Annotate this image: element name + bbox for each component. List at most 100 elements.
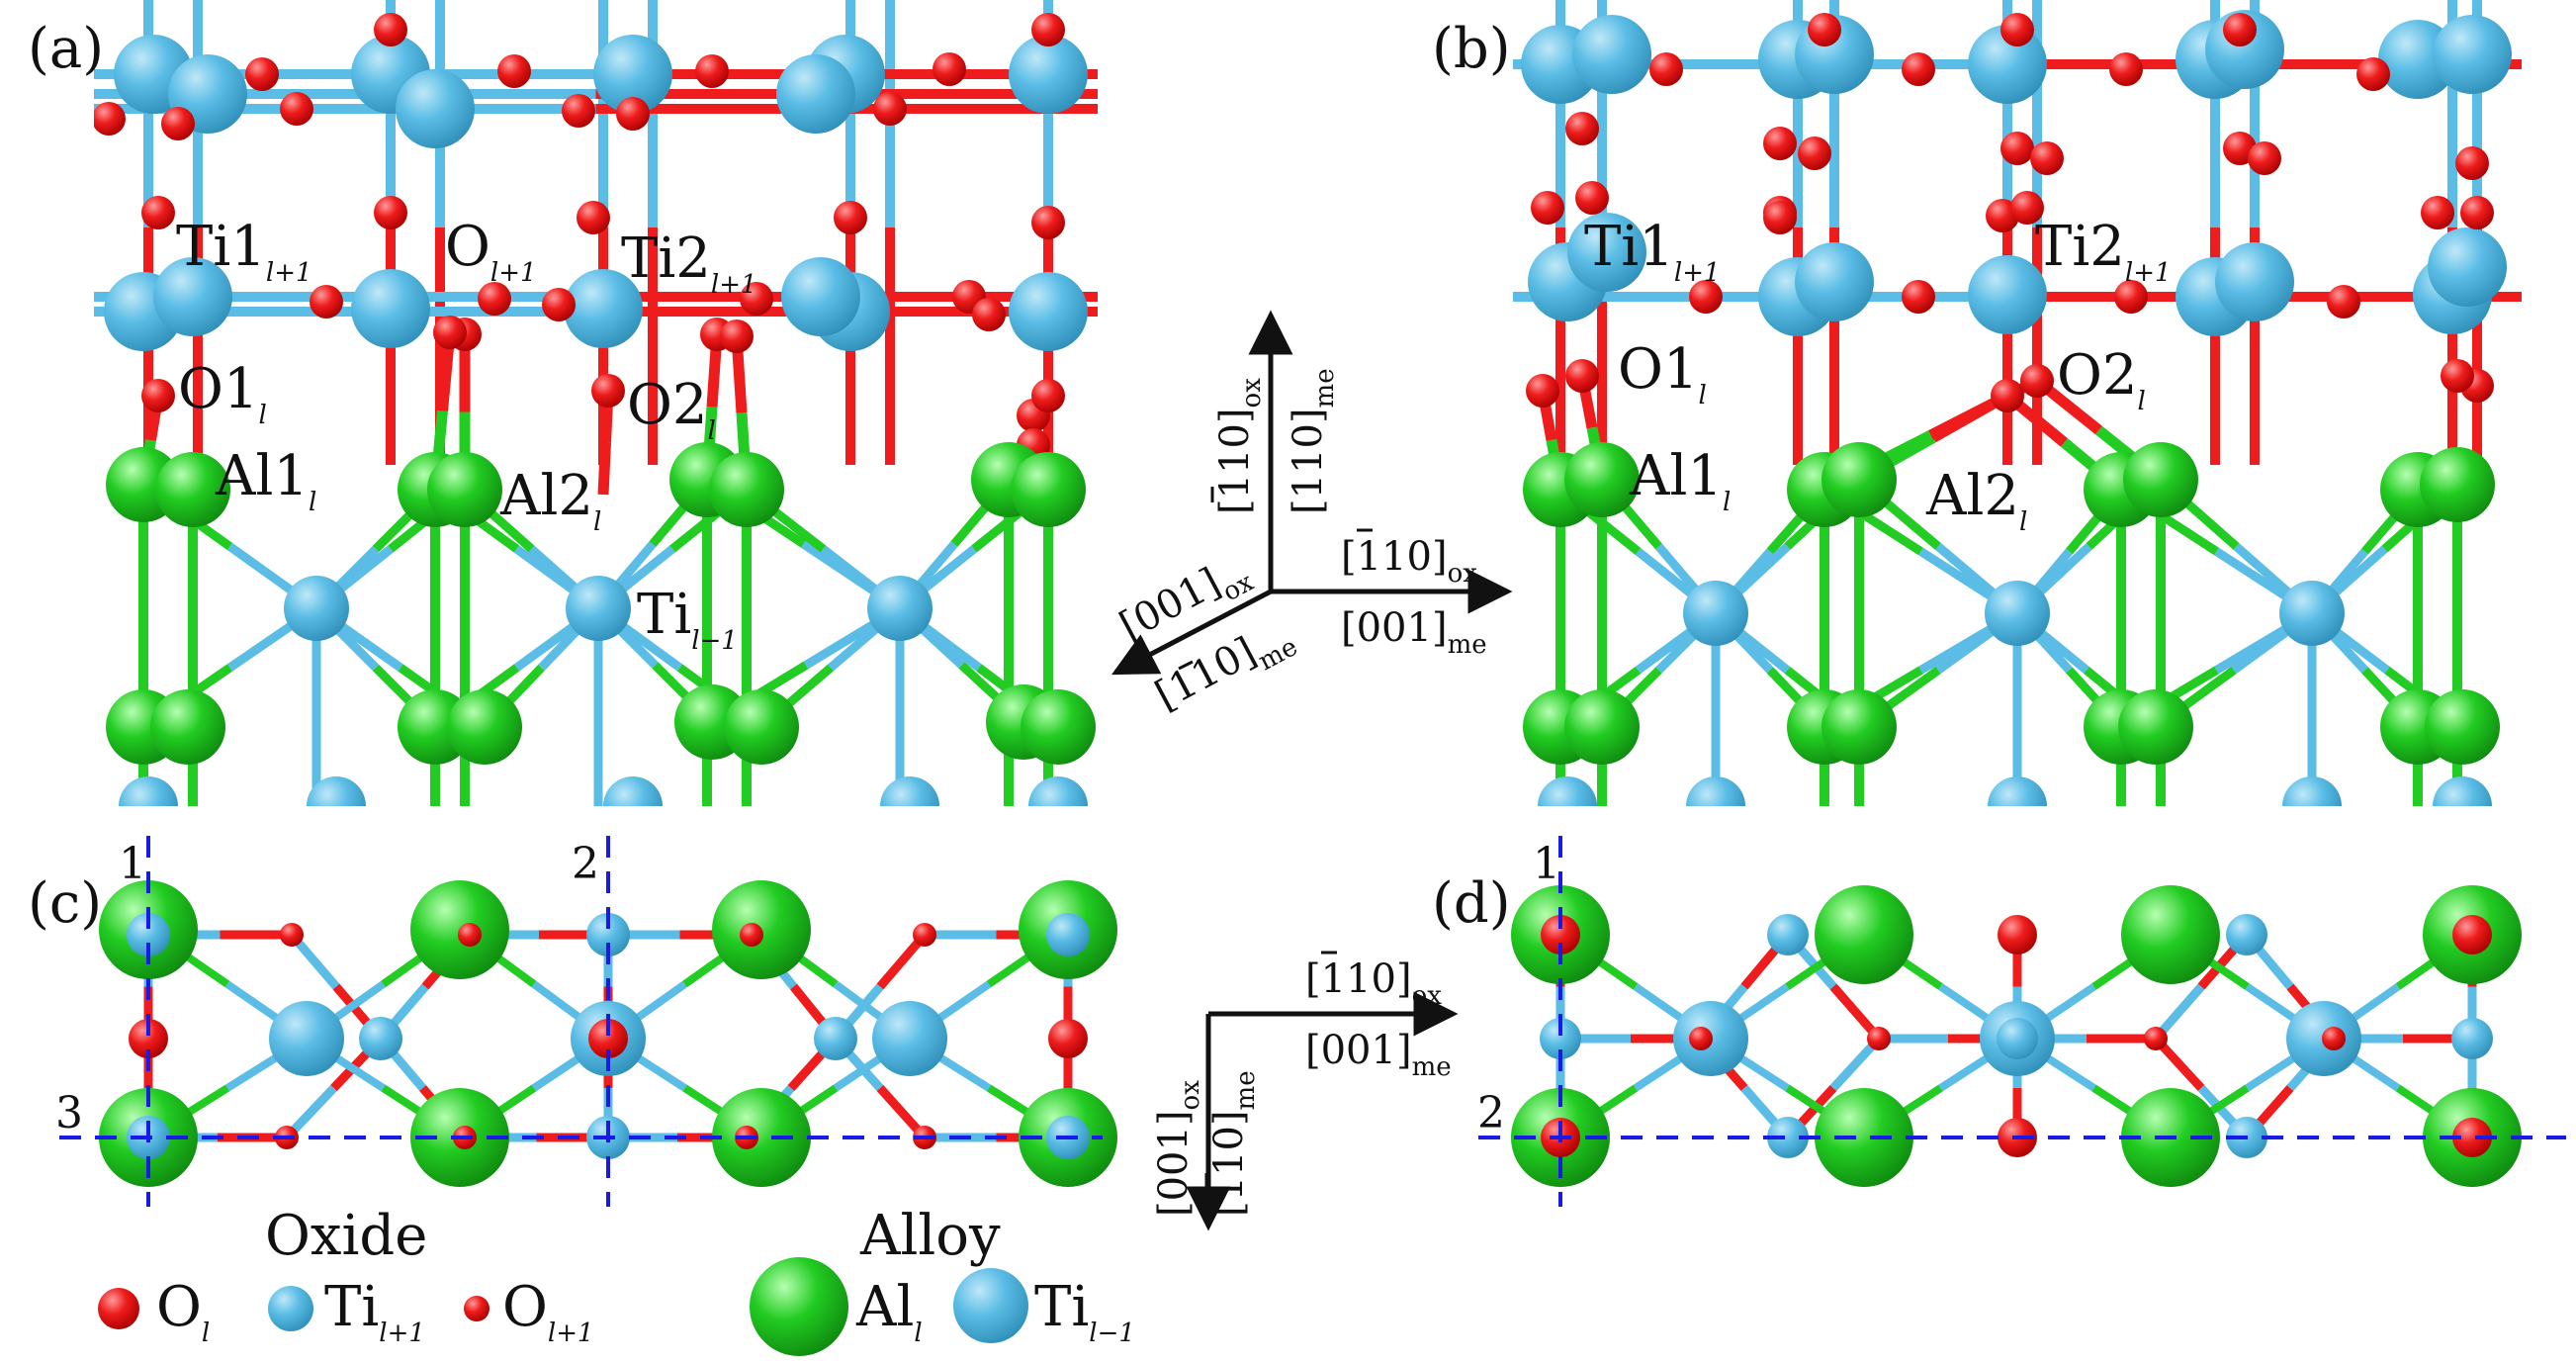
axis-top-up-ox: [110]ox [1212, 378, 1267, 514]
label-b-o1: O1l [1618, 337, 1707, 410]
legend-marker-o-l1 [464, 1296, 489, 1321]
ti-atom [566, 576, 631, 641]
ti-atom [2215, 242, 2294, 321]
ti-atom [1997, 1018, 2038, 1059]
ti-atom [396, 69, 475, 148]
o-atom [933, 52, 966, 86]
ti-atom [359, 1017, 402, 1060]
axis-top-right-ox: [110]ox [1341, 534, 1477, 589]
legend-label-al-l: All [855, 1275, 923, 1348]
ti-atom [1968, 255, 2047, 334]
ti-atom [153, 257, 232, 336]
ti-atom [1686, 776, 1745, 806]
label-a-ti2: Ti2l+1 [621, 227, 757, 300]
ti-atom [1767, 914, 1809, 956]
o-atom [1565, 112, 1599, 145]
al-atom [2425, 689, 2500, 765]
al-atom [1564, 442, 1640, 517]
ti-atom [127, 913, 170, 956]
ti-atom [2282, 776, 2342, 806]
al-atom [712, 1088, 811, 1187]
o-atom [2441, 359, 2474, 393]
ti-atom [1567, 213, 1646, 292]
o-atom [141, 379, 175, 412]
o-atom [2322, 1027, 2346, 1050]
legend-label-ti-l1: Til+1 [324, 1275, 425, 1348]
ti-atom [1767, 1117, 1809, 1158]
label-a-al1: Al1l [215, 444, 316, 517]
axis-bottom-down-me: [110]me [1206, 1070, 1261, 1217]
o-atom [873, 92, 907, 126]
o-atom [562, 94, 595, 128]
o-atom [478, 282, 511, 316]
axis-top-right-me: [001]me [1341, 605, 1487, 660]
o-atom [1808, 13, 1841, 46]
ti-atom [1009, 35, 1088, 114]
al-atom [1821, 689, 1897, 765]
ti-atom [284, 576, 349, 641]
o-atom [913, 923, 936, 947]
legend-marker-o-l [98, 1288, 139, 1329]
o-atom [542, 288, 576, 321]
al-atom [427, 452, 502, 527]
legend-marker-ti-lm1 [953, 1268, 1028, 1343]
o-atom [2327, 285, 2360, 318]
o-atom [1575, 181, 1609, 215]
label-a-ti-minus: Til−1 [637, 583, 738, 656]
al-atom [447, 689, 522, 765]
o-atom [1689, 1027, 1713, 1050]
o-atom [588, 1019, 628, 1058]
o-atom [94, 102, 126, 136]
o-atom [1031, 206, 1065, 239]
o-atom [2421, 196, 2454, 229]
ti-atom [2433, 15, 2512, 94]
ti-atom [1985, 581, 2050, 646]
o-atom [497, 54, 531, 88]
o-atom [972, 298, 1006, 331]
line-label-c1: 1 [119, 839, 146, 889]
ti-atom [1968, 25, 2047, 104]
o-atom [2223, 13, 2257, 46]
panel-d-atoms [1511, 885, 2522, 1187]
ti-atom [269, 1001, 344, 1076]
o-atom [2114, 280, 2148, 314]
o-atom [2248, 141, 2281, 175]
ti-atom [1538, 776, 1597, 806]
ti-atom [2451, 1018, 2493, 1059]
ti-atom [1046, 913, 1090, 956]
legend-label-ti-lm1: Til−1 [1034, 1275, 1135, 1348]
ti-atom [307, 776, 366, 806]
o-atom [1031, 379, 1065, 412]
ti-atom [2279, 581, 2345, 646]
o-atom [1649, 52, 1683, 86]
label-a-o1: O1l [178, 357, 267, 430]
o-atom [1531, 191, 1564, 225]
ti-atom [867, 576, 933, 641]
panel-label-c: (c) [28, 871, 102, 936]
panel-label-b: (b) [1432, 17, 1511, 81]
ti-atom [880, 776, 939, 806]
al-atom [1564, 689, 1640, 765]
o-atom [1689, 280, 1723, 314]
o-atom [1798, 136, 1831, 170]
o-atom [433, 316, 467, 349]
axis-bottom-right-me: [001]me [1305, 1028, 1452, 1082]
o-atom [1867, 1027, 1891, 1050]
al-atom [2123, 442, 2198, 517]
al-atom [724, 689, 799, 765]
o-atom [591, 374, 625, 408]
o-atom [740, 282, 773, 316]
ti-atom [1009, 272, 1088, 351]
o-atom [577, 201, 610, 234]
al-atom [150, 689, 225, 765]
ti-atom [1572, 15, 1651, 94]
o-atom [129, 1019, 168, 1058]
line-label-c2: 2 [572, 839, 599, 889]
panel-label-d: (d) [1432, 871, 1511, 936]
o-atom [374, 13, 407, 46]
o-atom [2020, 364, 2054, 398]
o-atom [695, 54, 729, 88]
o-atom [1902, 280, 1935, 314]
label-b-o2: O2l [2057, 343, 2146, 416]
